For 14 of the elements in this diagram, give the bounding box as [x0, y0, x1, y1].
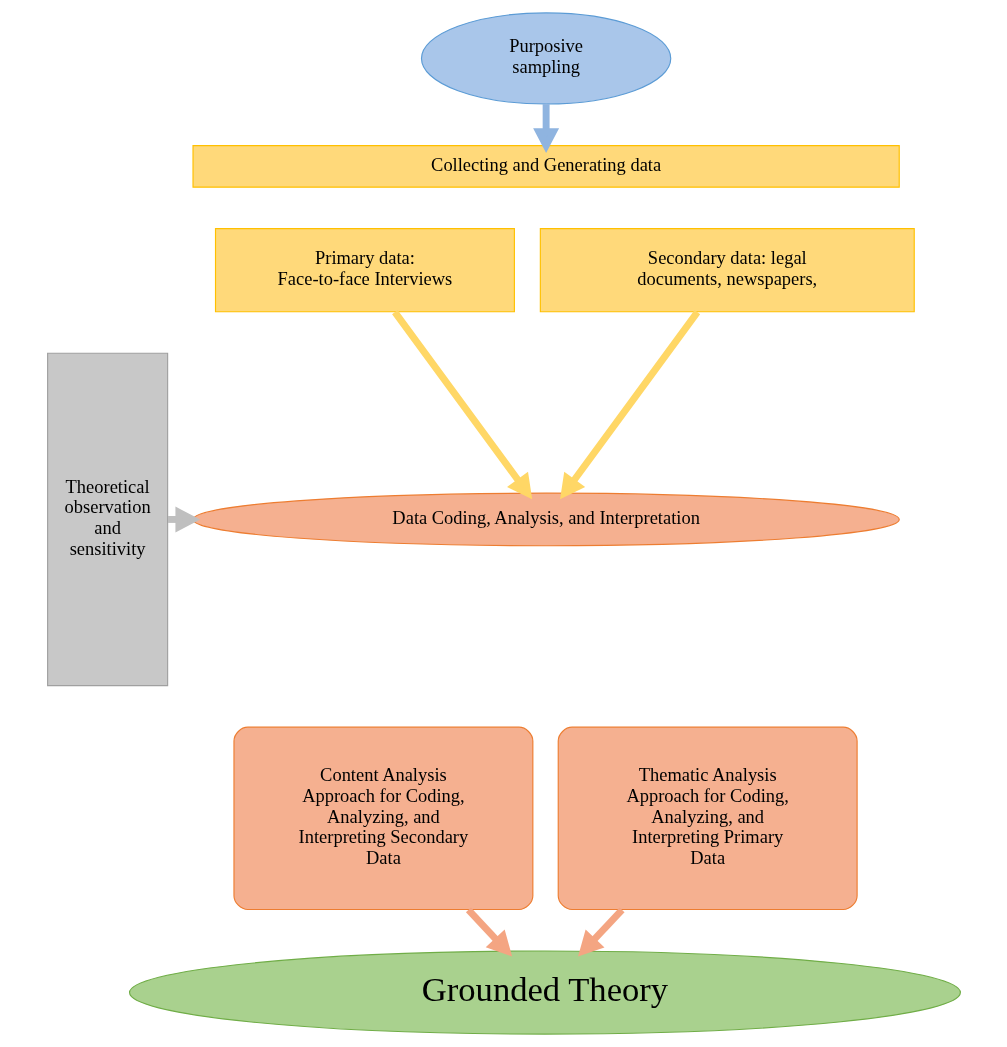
node-ellipse: Grounded Theory: [128, 950, 961, 1035]
arrow: [465, 907, 512, 957]
node-box: Content Analysis Approach for Coding, Analyzing, and Interpreting Secondary Data: [232, 726, 533, 911]
arrow: [577, 907, 625, 957]
arrow: [532, 104, 559, 153]
node-box: Theoretical observation and sensitivity: [46, 352, 168, 687]
node-box: Primary data: Face-to-face Interviews: [214, 228, 515, 313]
node-ellipse: Purposive sampling: [420, 12, 671, 105]
arrow: [391, 310, 532, 500]
node-box: Collecting and Generating data: [191, 145, 900, 188]
node-box: Secondary data: legal documents, newspapers,: [539, 228, 915, 313]
node-box: Thematic Analysis Approach for Coding, Analyzing, and Interpreting Primary Data: [557, 726, 858, 911]
arrow: [559, 310, 700, 500]
node-ellipse: Data Coding, Analysis, and Interpretation: [191, 492, 900, 547]
